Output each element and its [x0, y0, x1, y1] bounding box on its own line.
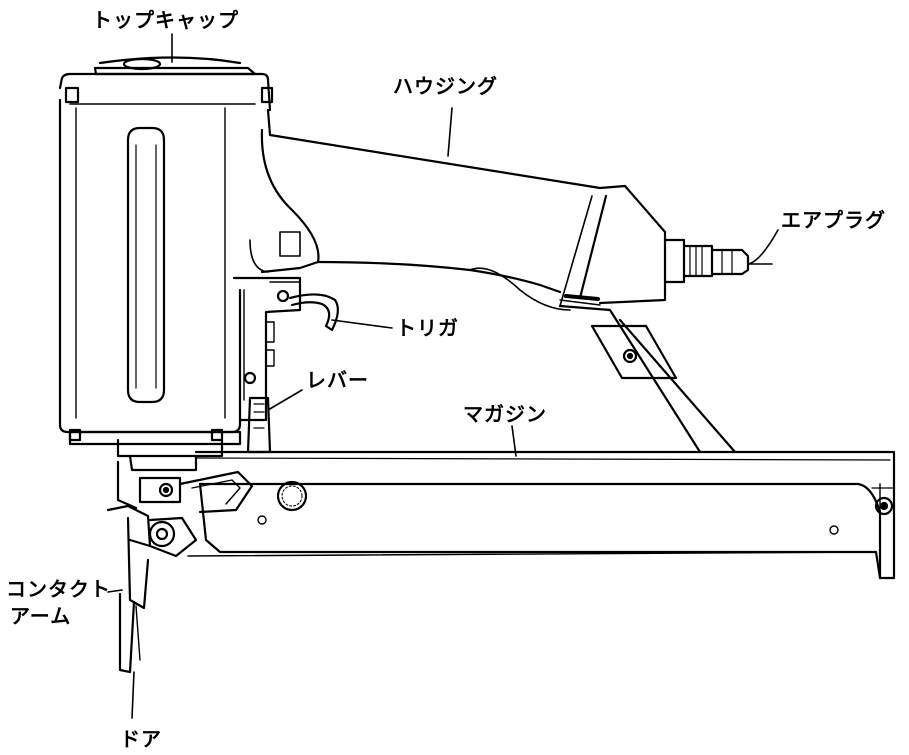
leader-door: [131, 671, 135, 719]
label-air-plug: エアプラグ: [781, 208, 886, 232]
label-top-cap: トップキャップ: [92, 8, 239, 32]
label-door: ドア: [120, 727, 162, 751]
leader-magazine: [511, 425, 517, 457]
magazine-shape: [187, 450, 896, 580]
leader-contact-arm: [107, 589, 123, 593]
label-contact-arm-line1: コンタクト: [6, 577, 111, 601]
housing-shape: [249, 108, 737, 454]
label-trigger: トリガ: [396, 316, 459, 340]
leader-trigger: [331, 319, 393, 329]
label-lever: レバー: [306, 368, 369, 392]
cylinder-body: [58, 98, 256, 446]
label-contact-arm-line2: アーム: [10, 604, 72, 628]
label-magazine: マガジン: [463, 402, 547, 426]
air-plug-shape: [663, 238, 773, 284]
leader-air-plug: [747, 229, 779, 265]
contact-arm-shape: [106, 504, 198, 674]
nose-shape: [116, 438, 254, 514]
label-housing: ハウジング: [393, 74, 498, 98]
leader-lines: [107, 33, 779, 719]
leader-lever: [267, 389, 303, 411]
leader-housing: [447, 107, 453, 157]
top-cap-shape: [58, 56, 274, 112]
